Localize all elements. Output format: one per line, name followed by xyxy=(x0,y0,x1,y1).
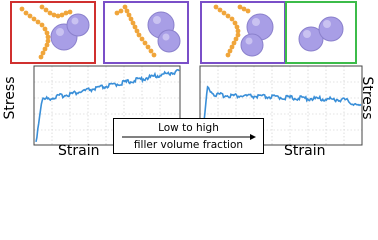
right-plot-frame xyxy=(199,65,363,146)
right-arrow-icon xyxy=(122,134,256,140)
right-stress-curve xyxy=(201,85,362,143)
stress-strain-plots xyxy=(33,65,363,146)
particle-illustration xyxy=(298,16,344,52)
left-stress-curve xyxy=(35,69,180,143)
polymer-chain-icon xyxy=(19,4,73,60)
right-x-axis-label: Strain xyxy=(284,143,326,159)
chain-particle-illustration xyxy=(19,4,90,60)
filler-fraction-callout: Low to high filler volume fraction xyxy=(113,118,264,154)
left-plot xyxy=(33,65,181,146)
filler-particle-icon xyxy=(50,13,90,51)
right-grid xyxy=(200,66,362,145)
panel-low-filler-chain xyxy=(103,1,189,64)
filler-particle-icon xyxy=(147,11,181,53)
panel-unfilled-chain xyxy=(10,1,96,64)
filler-particle-icon xyxy=(240,13,274,57)
polymer-chain-icon xyxy=(213,4,251,58)
left-y-axis-label: Stress xyxy=(2,76,18,120)
left-x-axis-label: Strain xyxy=(58,143,100,159)
right-y-axis-label: Stress xyxy=(359,76,375,120)
left-plot-frame xyxy=(33,65,181,146)
panel-filler-only xyxy=(285,1,357,64)
polymer-chain-icon xyxy=(114,4,157,58)
filler-particle-icon xyxy=(298,16,344,52)
panel-high-filler-chain xyxy=(200,1,286,64)
callout-line-2: filler volume fraction xyxy=(133,139,244,151)
left-grid xyxy=(34,66,180,145)
right-plot xyxy=(199,65,363,146)
chain-particle-illustration xyxy=(114,4,181,58)
chain-particle-illustration xyxy=(213,4,274,58)
callout-line-1: Low to high xyxy=(158,122,219,134)
